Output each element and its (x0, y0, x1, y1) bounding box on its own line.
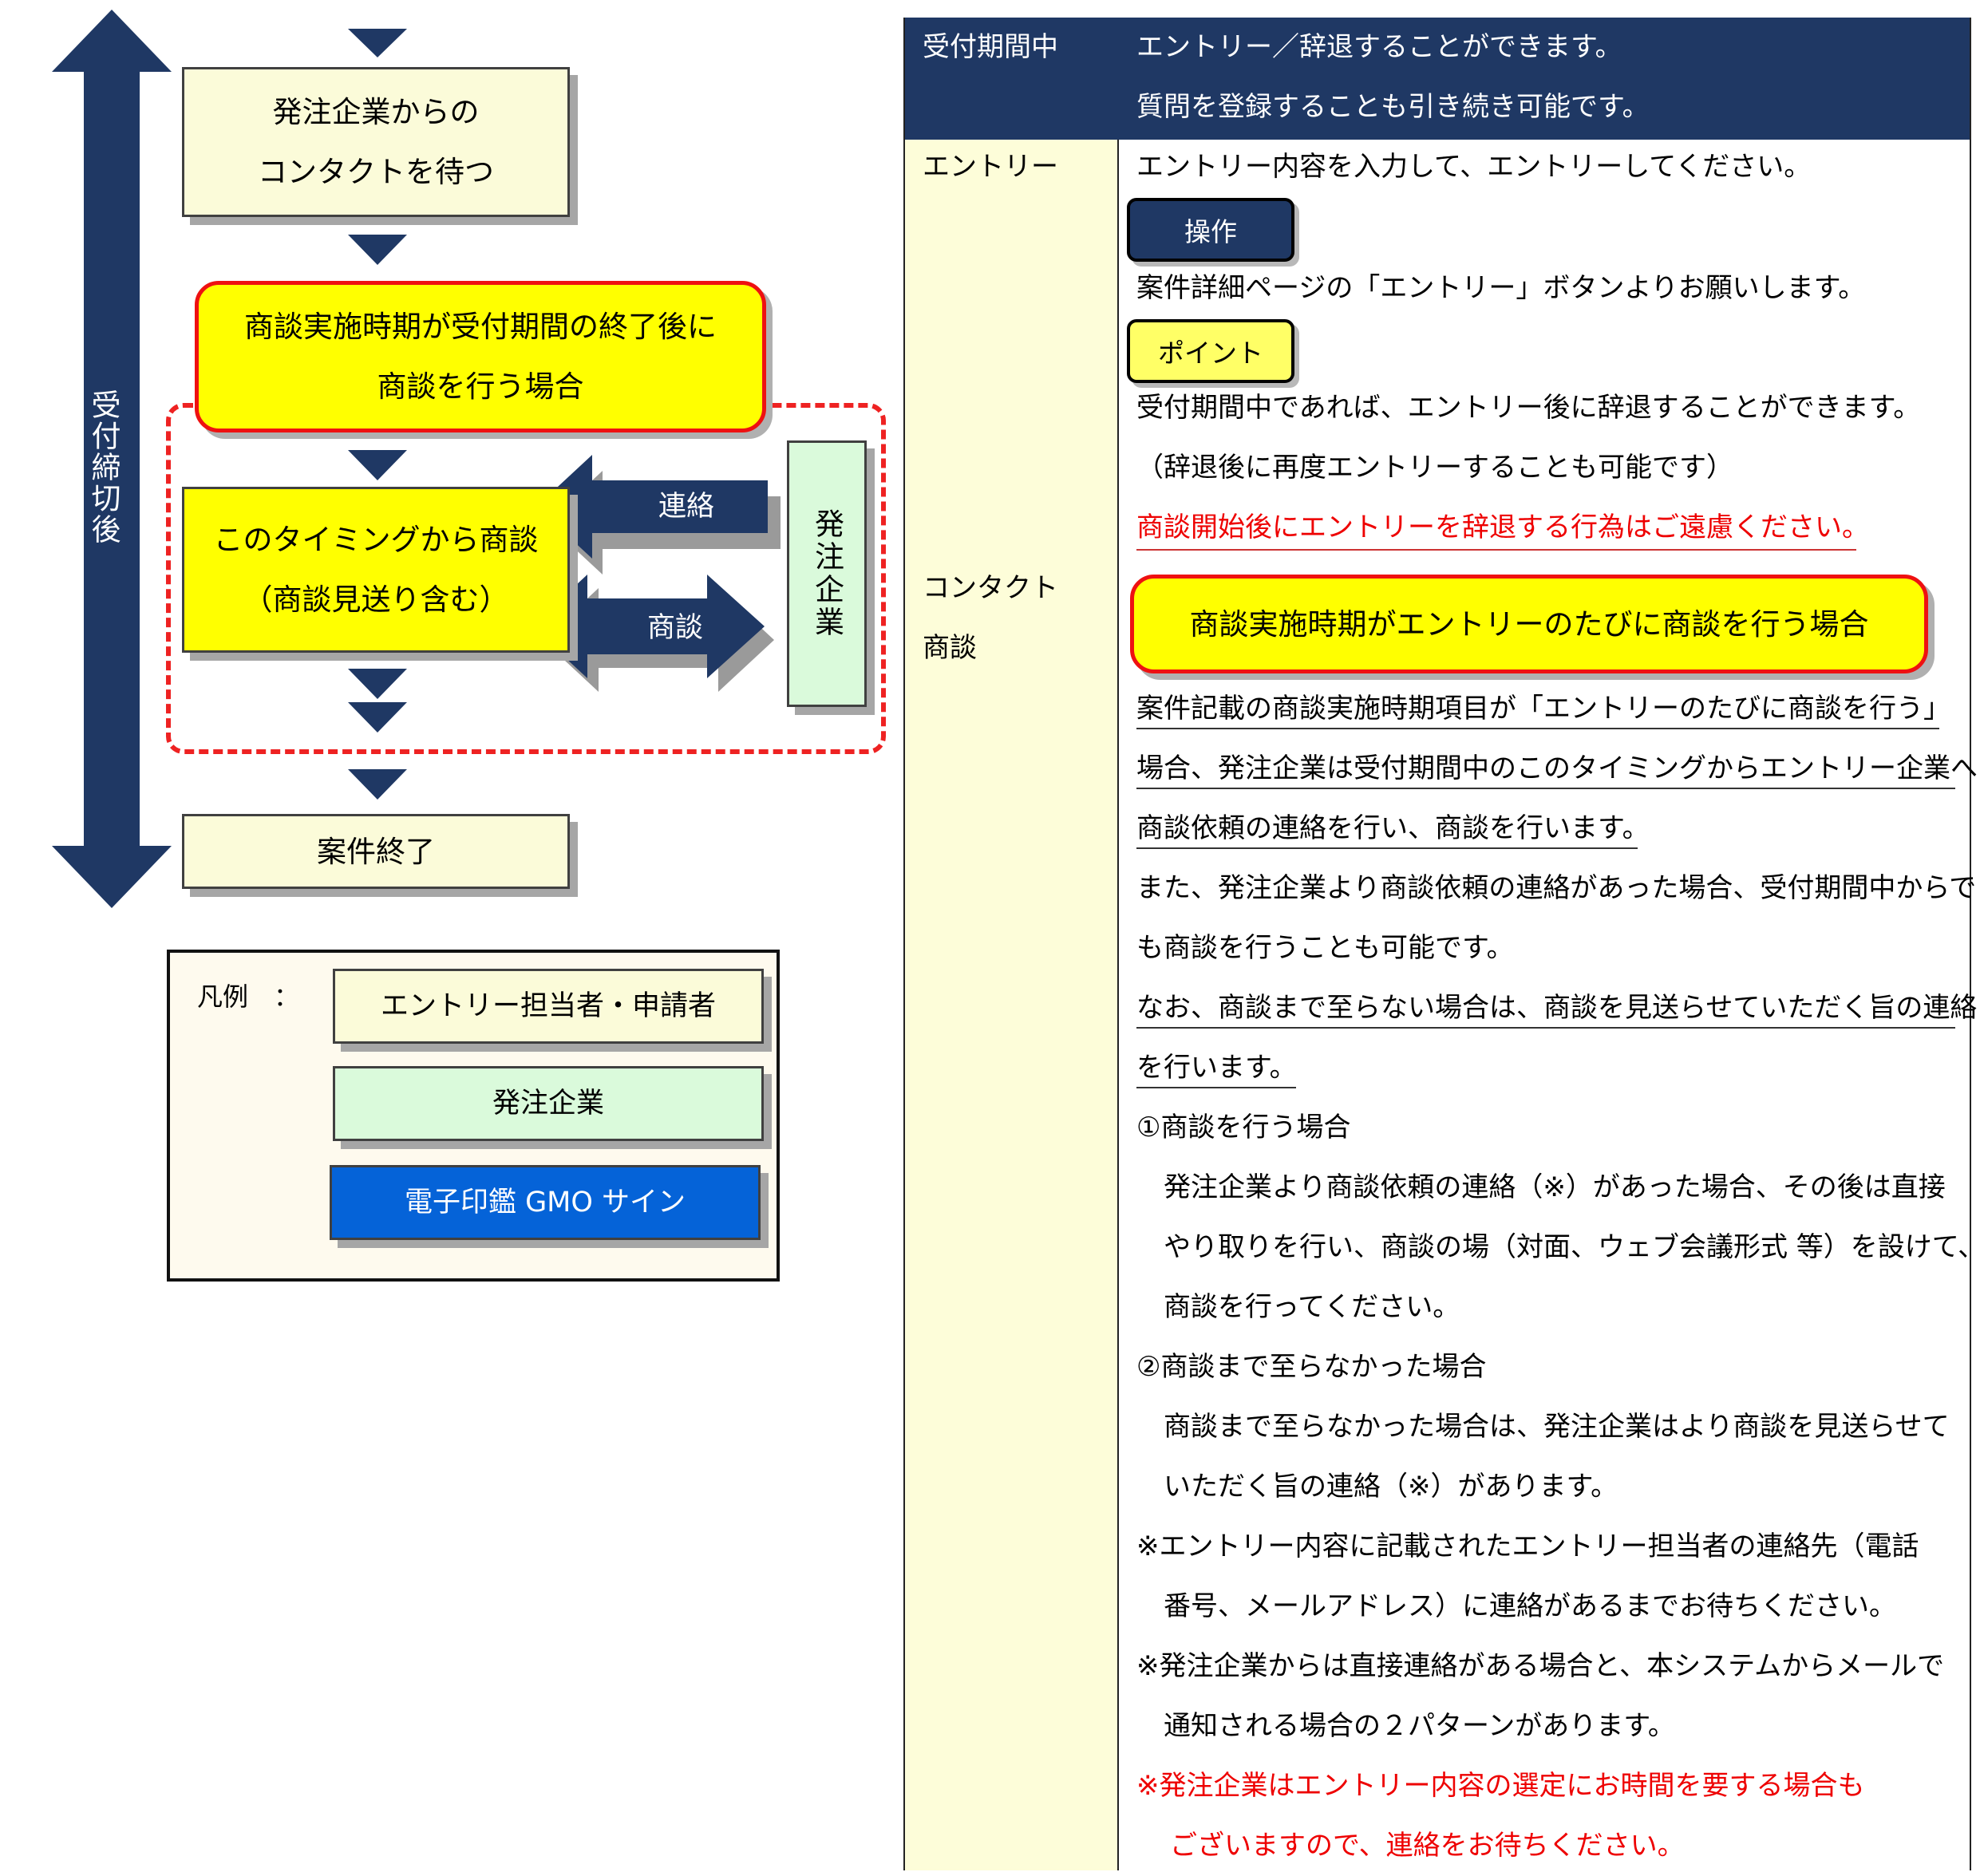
box-client-label: 発注企業 (809, 508, 844, 639)
box-end-label: 案件終了 (317, 834, 435, 869)
note2-line-1: ※発注企業からは直接連絡がある場合と、本システムからメールで (1136, 1650, 1945, 1682)
entry-warning-underline (1136, 549, 1856, 551)
callout-after-period-line-1: 商談実施時期が受付期間の終了後に (244, 310, 717, 344)
legend-item-gmo-sign-label: 電子印鑑 GMO サイン (404, 1186, 686, 1218)
callout-after-period-line-2: 商談を行う場合 (377, 369, 584, 404)
contact-line-2: 場合、発注企業は受付期間中のこのタイミングからエントリー企業へ (1136, 752, 1978, 784)
entry-line-2: 案件詳細ページの「エントリー」ボタンよりお願いします。 (1136, 272, 1866, 304)
underline-2 (1136, 788, 1955, 789)
down-arrow-head-3 (348, 450, 407, 480)
label-entry: エントリー (923, 151, 1058, 183)
vertical-double-arrow (52, 10, 172, 908)
note1-line-1: ※エントリー内容に記載されたエントリー担当者の連絡先（電話 (1136, 1530, 1919, 1562)
contact-arrow-label: 連絡 (658, 491, 714, 523)
down-arrow-head-2 (348, 235, 407, 265)
header-left-label: 受付期間中 (923, 31, 1058, 63)
underline-3 (1136, 847, 1638, 849)
legend-item-client: 発注企業 (333, 1066, 764, 1141)
diagram-graphics (52, 10, 781, 908)
down-arrow-head-1 (348, 29, 407, 57)
negotiation-arrow-label: 商談 (646, 612, 703, 644)
note2-line-2: 通知される場合の２パターンがあります。 (1164, 1710, 1675, 1742)
contact-line-5: も商談を行うことも可能です。 (1136, 932, 1514, 964)
note1-line-2: 番号、メールアドレス）に連絡があるまでお待ちください。 (1164, 1590, 1896, 1622)
callout-after-period: 商談実施時期が受付期間の終了後に 商談を行う場合 (195, 281, 766, 432)
note3-line-1: ※発注企業はエントリー内容の選定にお時間を要する場合も (1136, 1770, 1865, 1802)
header-line-2: 質問を登録することも引き続き可能です。 (1136, 91, 1650, 123)
box-negotiation-line-1: このタイミングから商談 (213, 523, 539, 557)
down-arrow-head-6 (348, 769, 407, 800)
table-header (905, 18, 1970, 140)
legend: 凡例 ： エントリー担当者・申請者 発注企業 電子印鑑 GMO サイン (167, 950, 780, 1282)
box-negotiation-line-2: （商談見送り含む） (243, 583, 509, 617)
box-wait-contact: 発注企業からの コンタクトを待つ (182, 67, 570, 217)
entry-line-4: （辞退後に再度エントリーすることも可能です） (1136, 452, 1733, 484)
case2-line-1: 商談まで至らなかった場合は、発注企業はより商談を見送らせて (1164, 1411, 1950, 1443)
legend-label: 凡例 ： (197, 981, 300, 1012)
negotiation-double-arrow (532, 575, 765, 678)
case1-line-3: 商談を行ってください。 (1164, 1291, 1460, 1323)
label-contact: コンタクト (923, 572, 1058, 604)
table-left-column (905, 140, 1119, 1870)
case1-line-2: やり取りを行い、商談の場（対面、ウェブ会議形式 等）を設けて、 (1164, 1231, 1980, 1263)
box-wait-line-1: 発注企業からの (272, 95, 480, 129)
underline-5 (1136, 1087, 1296, 1088)
legend-item-client-label: 発注企業 (492, 1087, 604, 1120)
legend-item-applicant: エントリー担当者・申請者 (333, 969, 764, 1044)
callout-each-entry-label: 商談実施時期がエントリーのたびに商談を行う場合 (1189, 606, 1869, 642)
contact-line-1: 案件記載の商談実施時期項目が「エントリーのたびに商談を行う」 (1136, 693, 1950, 725)
underline-1 (1136, 728, 1939, 729)
down-arrow-head-4 (348, 669, 407, 699)
case2-line-2: いただく旨の連絡（※）があります。 (1164, 1471, 1618, 1503)
case2-heading: ②商談まで至らなかった場合 (1136, 1351, 1487, 1383)
contact-line-7: を行います。 (1136, 1052, 1297, 1084)
box-negotiation: このタイミングから商談 （商談見送り含む） (182, 487, 570, 653)
entry-line-1: エントリー内容を入力して、エントリーしてください。 (1136, 151, 1812, 183)
legend-item-applicant-label: エントリー担当者・申請者 (380, 989, 716, 1022)
legend-item-gmo-sign: 電子印鑑 GMO サイン (330, 1165, 761, 1240)
box-wait-line-2: コンタクトを待つ (258, 155, 494, 189)
header-line-1: エントリー／辞退することができます。 (1136, 31, 1622, 63)
case1-line-1: 発注企業より商談依頼の連絡（※）があった場合、その後は直接 (1164, 1171, 1946, 1203)
underline-4 (1136, 1027, 1955, 1029)
note3-line-2: ございますので、連絡をお待ちください。 (1170, 1830, 1685, 1862)
box-end: 案件終了 (182, 814, 570, 889)
point-badge: ポイント (1127, 319, 1294, 383)
contact-line-4: また、発注企業より商談依頼の連絡があった場合、受付期間中からで (1136, 872, 1977, 904)
operation-badge: 操作 (1127, 198, 1294, 262)
case1-heading: ①商談を行う場合 (1136, 1112, 1351, 1143)
contact-arrow (536, 455, 768, 559)
entry-warning-line: 商談開始後にエントリーを辞退する行為はご遠慮ください。 (1136, 511, 1869, 543)
down-arrow-head-5 (348, 702, 407, 733)
entry-line-3: 受付期間中であれば、エントリー後に辞退することができます。 (1136, 392, 1921, 424)
contact-line-3: 商談依頼の連絡を行い、商談を行います。 (1136, 812, 1650, 844)
vertical-arrow-label: 受付締切後 (86, 389, 121, 545)
box-client: 発注企業 (787, 440, 867, 707)
info-table (903, 18, 1971, 1870)
contact-line-6: なお、商談まで至らない場合は、商談を見送らせていただく旨の連絡 (1136, 992, 1978, 1024)
callout-each-entry: 商談実施時期がエントリーのたびに商談を行う場合 (1130, 575, 1928, 673)
label-negotiation: 商談 (923, 632, 977, 664)
